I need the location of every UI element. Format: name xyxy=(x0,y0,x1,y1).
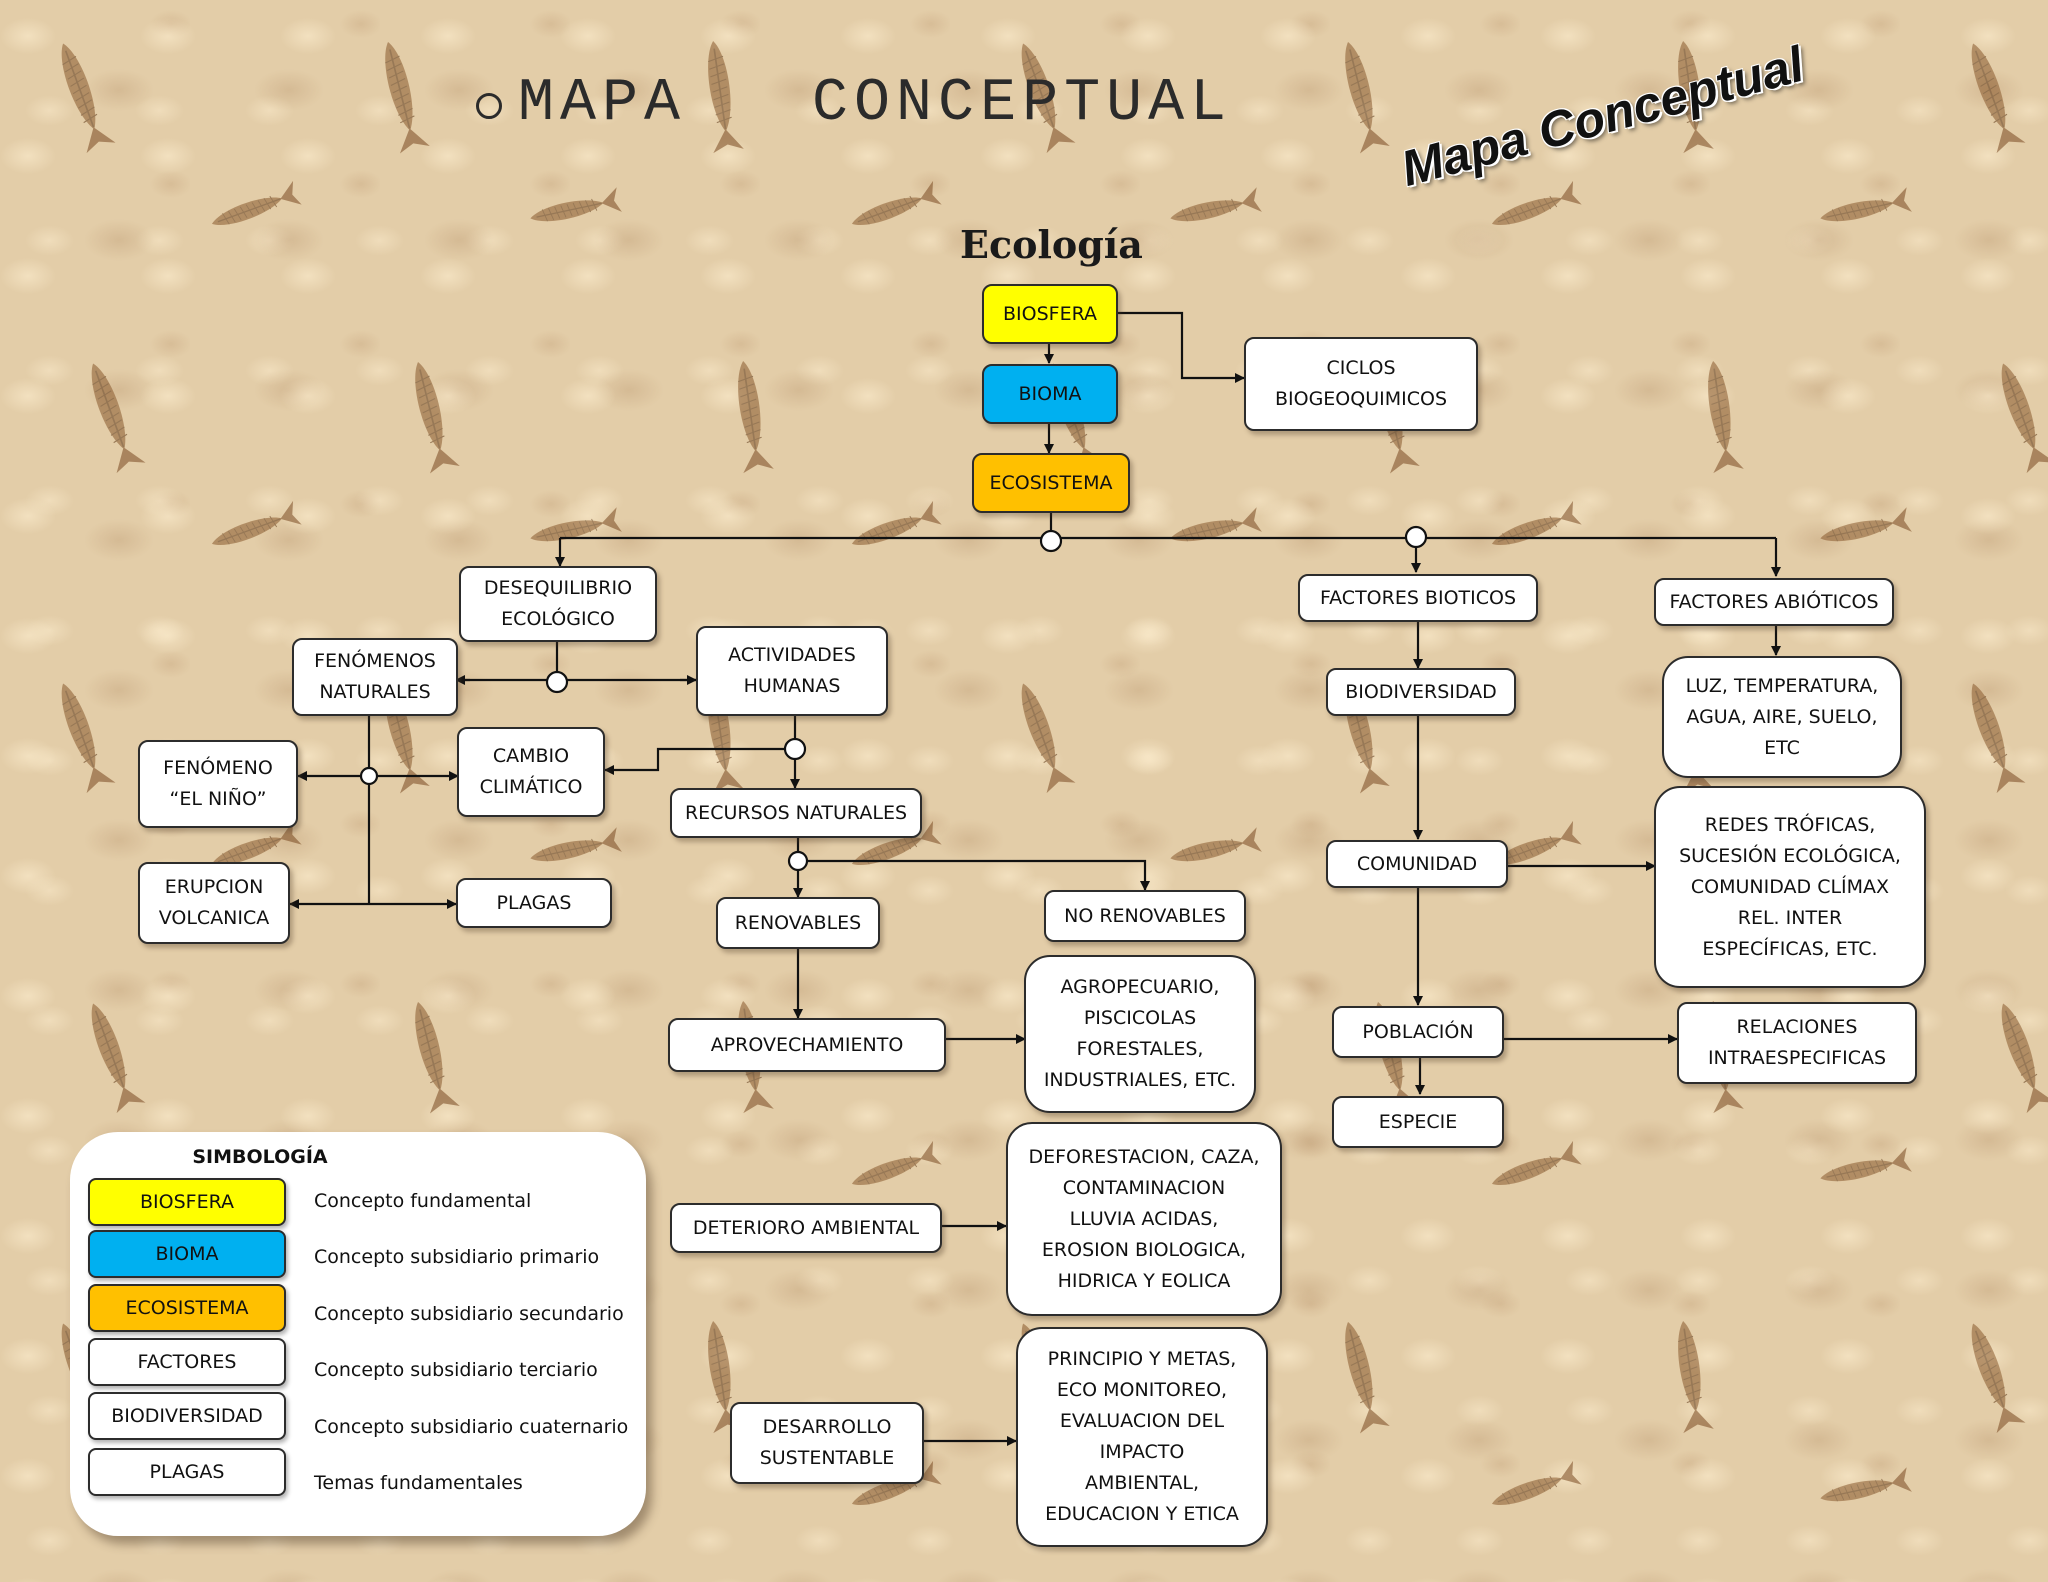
node-factores-abioticos: FACTORES ABIÓTICOS xyxy=(1654,578,1894,626)
fossil-fish-icon xyxy=(708,40,744,154)
fossil-fish-icon xyxy=(1170,187,1262,222)
fossil-fish-icon xyxy=(61,43,116,154)
fossil-fish-icon xyxy=(1170,507,1262,542)
fossil-fish-icon xyxy=(211,500,302,545)
node-desequilibrio-ecologico: DESEQUILIBRIO ECOLÓGICO xyxy=(459,566,657,642)
fossil-fish-icon xyxy=(1820,187,1912,222)
legend-desc-fundamental: Concepto fundamental xyxy=(314,1190,532,1212)
legend-desc-cuaternario: Concepto subsidiario cuaternario xyxy=(314,1416,629,1438)
node-especie: ESPECIE xyxy=(1332,1096,1504,1148)
fossil-fish-icon xyxy=(61,683,116,794)
fossil-fish-icon xyxy=(1021,683,1076,794)
node-cambio-climatico: CAMBIO CLIMÁTICO xyxy=(457,727,605,817)
fossil-fish-icon xyxy=(1820,507,1912,542)
legend-swatch-biosfera: BIOSFERA xyxy=(88,1178,286,1226)
fossil-fish-icon xyxy=(415,361,460,474)
fossil-fish-icon xyxy=(91,363,146,474)
fossil-fish-icon xyxy=(851,820,942,865)
node-fenomenos-naturales: FENÓMENOS NATURALES xyxy=(292,638,458,716)
legend-panel: SIMBOLOGÍA BIOSFERA Concepto fundamental… xyxy=(70,1132,646,1536)
title-bullet-icon xyxy=(476,93,502,119)
legend-swatch-factores: FACTORES xyxy=(88,1338,286,1386)
fossil-fish-icon xyxy=(851,180,942,225)
node-relaciones-intraespecificas: RELACIONES INTRAESPECIFICAS xyxy=(1677,1002,1917,1084)
fossil-fish-icon xyxy=(1820,1147,1912,1182)
fossil-fish-icon xyxy=(1170,827,1262,862)
node-agropecuario: AGROPECUARIO, PISCICOLAS FORESTALES, IND… xyxy=(1024,955,1256,1113)
node-bioma: BIOMA xyxy=(982,364,1118,424)
legend-desc-secundario: Concepto subsidiario secundario xyxy=(314,1303,624,1325)
fossil-fish-icon xyxy=(1491,1460,1582,1505)
node-desarrollo-sustentable: DESARROLLO SUSTENTABLE xyxy=(730,1402,924,1484)
node-deforestacion: DEFORESTACION, CAZA, CONTAMINACION LLUVI… xyxy=(1006,1122,1282,1316)
node-ciclos-biogeoquimicos: CICLOS BIOGEOQUIMICOS xyxy=(1244,337,1478,431)
node-ecosistema: ECOSISTEMA xyxy=(972,453,1130,513)
fossil-fish-icon xyxy=(211,820,302,865)
node-factores-bioticos: FACTORES BIOTICOS xyxy=(1298,574,1538,622)
legend-desc-temas: Temas fundamentales xyxy=(314,1472,523,1494)
node-biosfera: BIOSFERA xyxy=(982,284,1118,344)
node-renovables: RENOVABLES xyxy=(716,897,880,949)
node-redes-troficas: REDES TRÓFICAS, SUCESIÓN ECOLÓGICA, COMU… xyxy=(1654,786,1926,988)
node-biodiversidad: BIODIVERSIDAD xyxy=(1326,668,1516,716)
node-plagas: PLAGAS xyxy=(456,878,612,928)
fossil-fish-icon xyxy=(738,360,774,474)
legend-desc-terciario: Concepto subsidiario terciario xyxy=(314,1359,598,1381)
fossil-fish-icon xyxy=(91,1003,146,1114)
fossil-fish-icon xyxy=(385,41,430,154)
fossil-fish-icon xyxy=(2001,363,2048,474)
node-actividades-humanas: ACTIVIDADES HUMANAS xyxy=(696,626,888,716)
fossil-fish-icon xyxy=(530,827,622,862)
legend-swatch-plagas: PLAGAS xyxy=(88,1448,286,1496)
fossil-fish-icon xyxy=(1491,180,1582,225)
legend-swatch-bioma: BIOMA xyxy=(88,1230,286,1278)
fossil-fish-icon xyxy=(1491,1140,1582,1185)
fossil-fish-icon xyxy=(851,1140,942,1185)
node-no-renovables: NO RENOVABLES xyxy=(1044,890,1246,942)
fossil-fish-icon xyxy=(1021,43,1076,154)
node-aprovechamiento: APROVECHAMIENTO xyxy=(668,1018,946,1072)
node-fenomeno-el-nino: FENÓMENO “EL NIÑO” xyxy=(138,740,298,828)
fossil-fish-icon xyxy=(211,180,302,225)
map-subtitle: Ecología xyxy=(960,222,1143,267)
fossil-fish-icon xyxy=(415,1001,460,1114)
fossil-fish-icon xyxy=(1971,683,2026,794)
fossil-fish-icon xyxy=(1345,41,1390,154)
fossil-fish-icon xyxy=(1971,43,2026,154)
legend-desc-primario: Concepto subsidiario primario xyxy=(314,1246,600,1268)
fossil-fish-icon xyxy=(2001,1003,2048,1114)
fossil-fish-icon xyxy=(530,187,622,222)
fossil-fish-icon xyxy=(1708,360,1744,474)
fossil-fish-icon xyxy=(1820,1467,1912,1502)
legend-swatch-ecosistema: ECOSISTEMA xyxy=(88,1284,286,1332)
node-comunidad: COMUNIDAD xyxy=(1326,840,1508,888)
fossil-fish-icon xyxy=(1678,1320,1714,1434)
page-title: MAPA CONCEPTUAL xyxy=(518,70,1233,138)
fossil-fish-icon xyxy=(1678,40,1714,154)
fossil-fish-icon xyxy=(708,1320,744,1434)
fossil-fish-icon xyxy=(1491,820,1582,865)
node-principio-metas: PRINCIPIO Y METAS, ECO MONITOREO, EVALUA… xyxy=(1016,1327,1268,1547)
node-poblacion: POBLACIÓN xyxy=(1332,1006,1504,1058)
legend-title: SIMBOLOGÍA xyxy=(192,1146,328,1168)
node-deterioro-ambiental: DETERIORO AMBIENTAL xyxy=(670,1203,942,1253)
fossil-fish-icon xyxy=(1345,1321,1390,1434)
node-erupcion-volcanica: ERUPCION VOLCANICA xyxy=(138,862,290,944)
node-recursos-naturales: RECURSOS NATURALES xyxy=(670,788,922,838)
node-luz-temperatura: LUZ, TEMPERATURA, AGUA, AIRE, SUELO, ETC xyxy=(1662,656,1902,778)
fossil-fish-icon xyxy=(530,507,622,542)
legend-swatch-biodiversidad: BIODIVERSIDAD xyxy=(88,1392,286,1440)
fossil-fish-icon xyxy=(1971,1323,2026,1434)
